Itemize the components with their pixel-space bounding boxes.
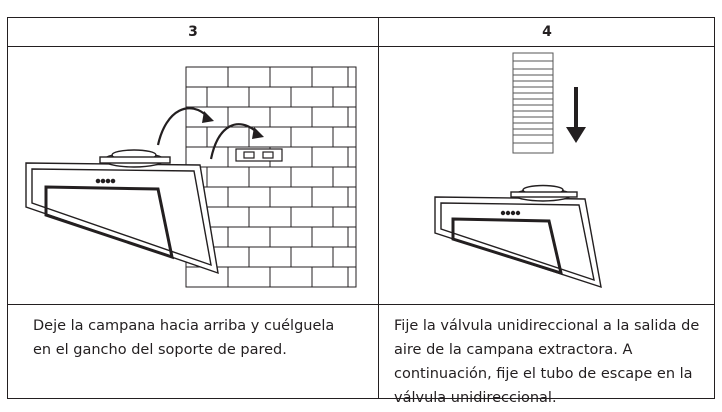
step-4-illustration — [379, 47, 715, 304]
step-3-text: Deje la campana hacia arriba y cuélguela… — [33, 318, 335, 358]
instruction-table: 3 4 — [7, 17, 715, 406]
header-divider — [8, 46, 714, 47]
step-3-number: 3 — [188, 24, 198, 40]
column-divider — [378, 18, 379, 398]
step-4-number: 4 — [542, 24, 552, 40]
range-hood — [434, 184, 602, 289]
image-text-divider — [8, 304, 714, 305]
down-arrow — [566, 87, 586, 143]
step-3-illustration — [8, 47, 378, 304]
step-4-text: Fije la válvula unidireccional a la sali… — [394, 318, 700, 406]
hook-arrows — [156, 107, 259, 160]
range-hood — [25, 149, 219, 275]
exhaust-pipe — [512, 52, 554, 154]
wall-bracket — [235, 148, 283, 162]
